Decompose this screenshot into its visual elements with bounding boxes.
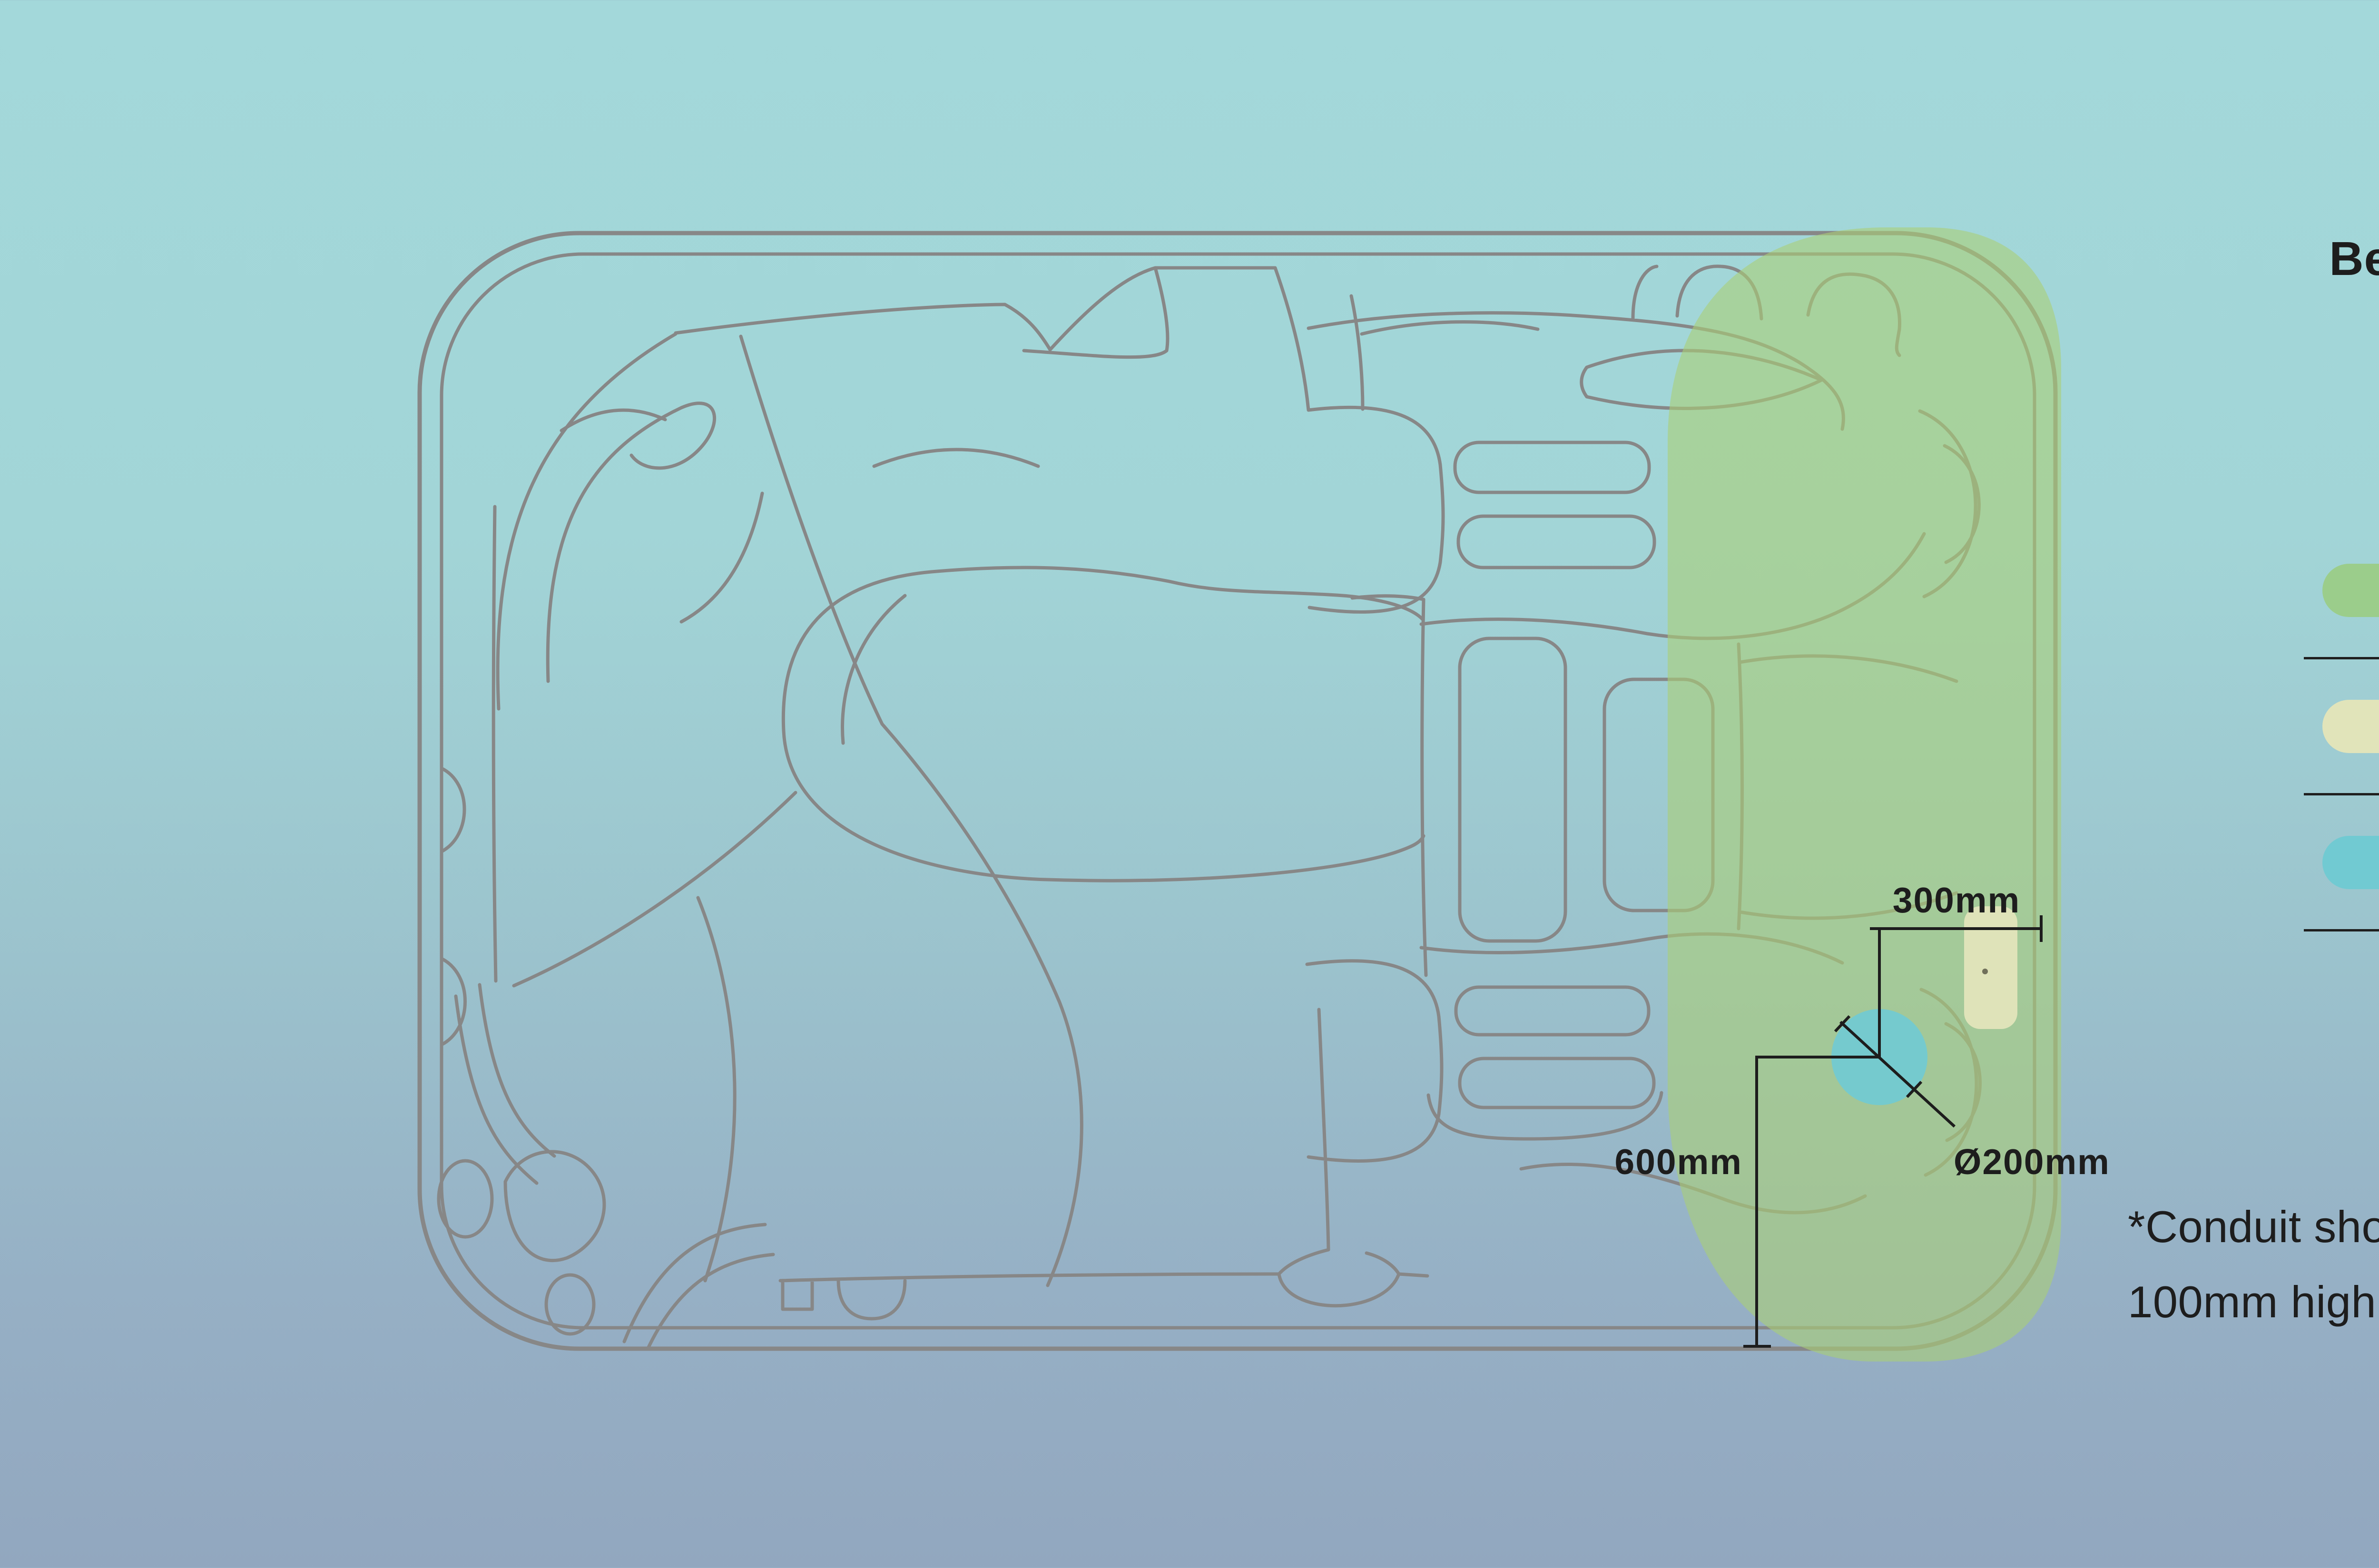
legend-row-conduit-access: Conduit Access: [2304, 795, 2379, 931]
jet-slot: [1454, 985, 1651, 1037]
dimension-lines: [1743, 915, 2043, 1348]
dimension-diameter-label: Ø200mm: [1954, 1142, 2110, 1182]
jet-slot: [1453, 441, 1651, 494]
conduit-note-line2: 100mm high above the concrete slab.: [2128, 1277, 2379, 1327]
dimension-diameter-line: [1834, 1015, 1956, 1128]
drain-fitting: [544, 1273, 596, 1336]
keypad-dot: [1982, 969, 1988, 974]
jet-slot: [1458, 1057, 1656, 1109]
dimension-600mm-line: [1743, 1056, 1879, 1348]
conduit-note: *Conduit should be no more than 100mm hi…: [2128, 1189, 2379, 1340]
dimension-300mm-label: 300mm: [1893, 880, 2021, 920]
legend-row-equipment-bay: Equipment Bay: [2304, 523, 2379, 659]
equipment-bay-swatch: [2322, 563, 2379, 617]
keypad-marker: [1964, 906, 2017, 1029]
page-title-line1: Best position for conduit entry: [2329, 232, 2379, 285]
legend-row-keypad: Keypad: [2304, 659, 2379, 795]
conduit-note-line1: *Conduit should be no more than: [2128, 1202, 2379, 1252]
drain-fitting: [437, 1159, 494, 1239]
dimension-600mm-label: 600mm: [1614, 1142, 1742, 1182]
keypad-swatch: [2322, 699, 2379, 753]
footwell: [1458, 637, 1567, 943]
dimension-labels: 300mm 600mm Ø200mm: [1614, 880, 2110, 1182]
jet-slot: [1456, 514, 1656, 569]
conduit-access-swatch: [2322, 835, 2379, 889]
legend: Equipment Bay Keypad Conduit Access: [2304, 523, 2379, 931]
page-title-line2: Palladium™: [2329, 296, 2379, 370]
equipment-bay-overlay: [1668, 227, 2061, 1362]
dimension-300mm-line: [1870, 915, 2043, 1057]
page-title: Best position for conduit entry Palladiu…: [2329, 222, 2379, 370]
